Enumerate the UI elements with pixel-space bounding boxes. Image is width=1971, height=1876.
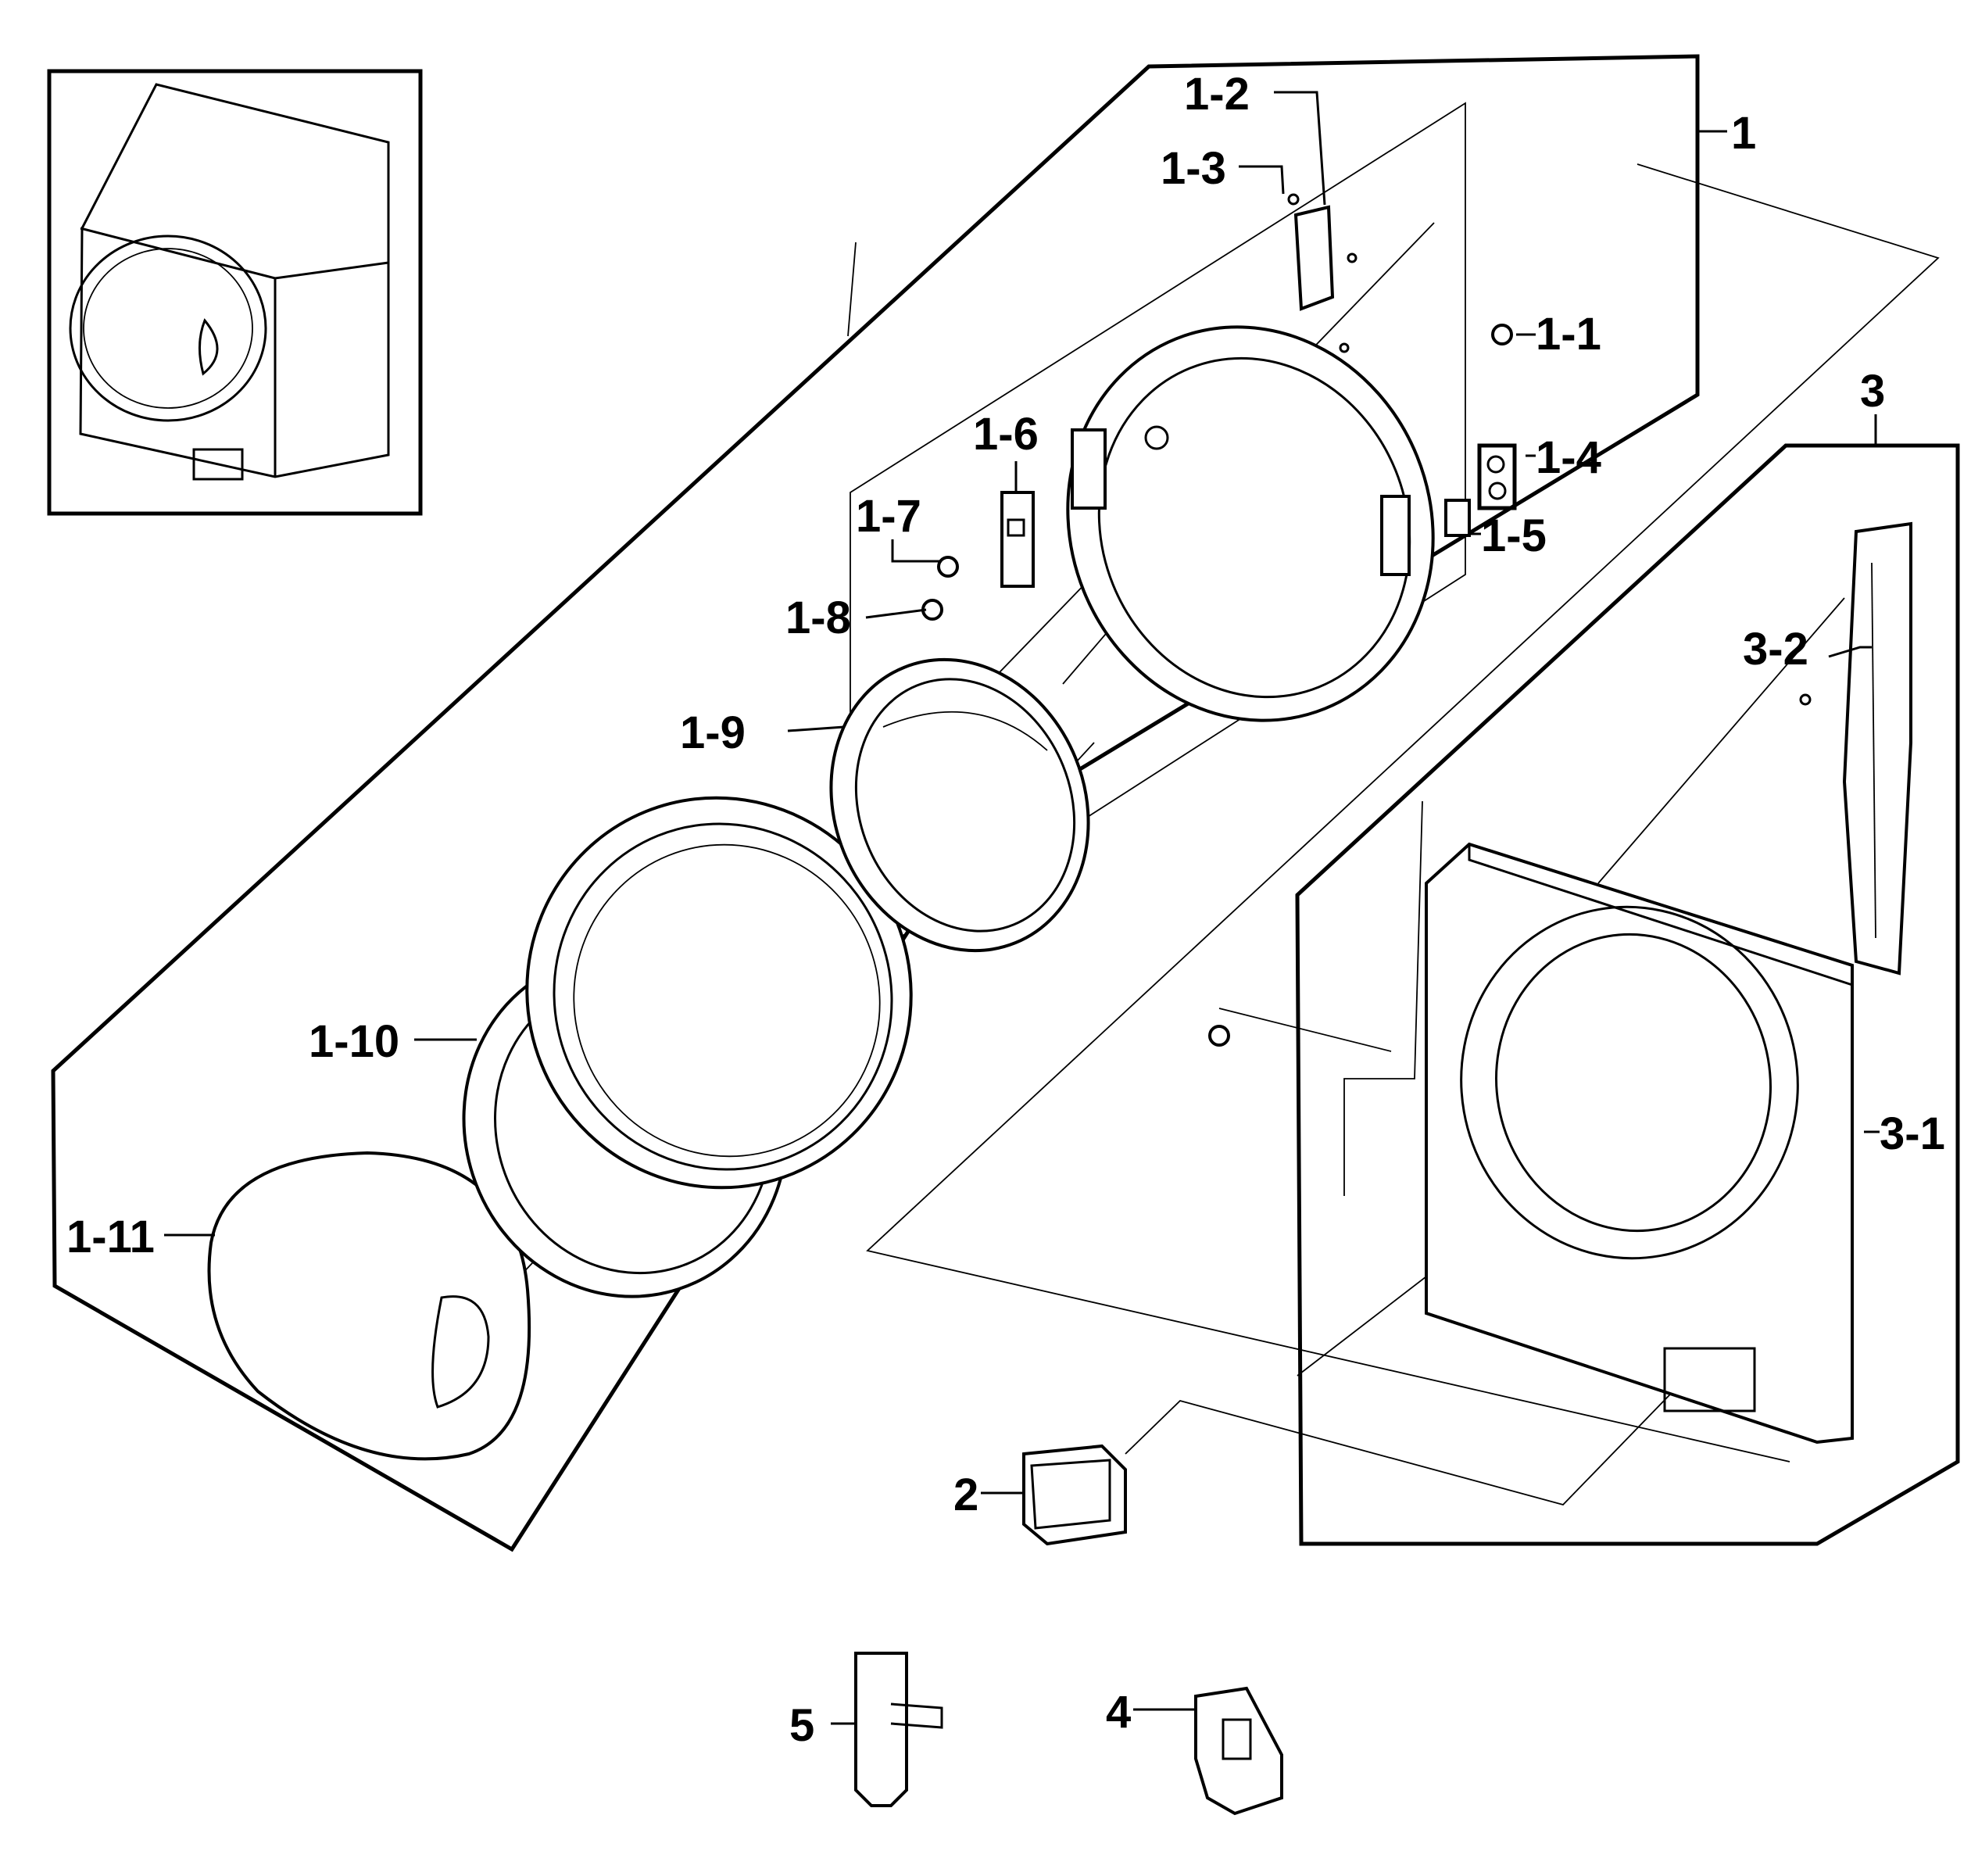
lever-guide <box>1194 1686 1283 1816</box>
door-hook <box>1444 499 1471 537</box>
front-panel-frame <box>1295 443 1960 1546</box>
callout-1-3: 1-3 <box>1161 143 1226 194</box>
switch-bracket <box>854 1652 943 1807</box>
screw-pair <box>1477 443 1517 510</box>
callout-1: 1 <box>1731 108 1756 159</box>
callout-5: 5 <box>789 1700 814 1751</box>
callout-1-2: 1-2 <box>1184 69 1250 120</box>
callout-3-2: 3-2 <box>1743 624 1808 675</box>
filter-housing <box>1022 1444 1127 1546</box>
callout-1-6: 1-6 <box>973 409 1039 460</box>
door-frame <box>525 796 913 1190</box>
callout-leaders <box>164 91 1880 1725</box>
callout-3-1: 3-1 <box>1880 1108 1945 1159</box>
callout-1-1: 1-1 <box>1536 309 1601 360</box>
door-glass <box>829 657 1090 953</box>
screw-1-1 <box>1491 324 1513 345</box>
callout-1-4: 1-4 <box>1536 432 1601 483</box>
door-hinge <box>1287 193 1358 353</box>
callout-4: 4 <box>1106 1687 1131 1738</box>
front-panel <box>1208 842 1854 1445</box>
callout-1-7: 1-7 <box>856 491 921 542</box>
callout-1-9: 1-9 <box>680 707 746 758</box>
callout-1-8: 1-8 <box>785 593 851 643</box>
assembled-dryer-inset <box>47 69 423 516</box>
screws-latch <box>921 556 959 621</box>
callout-2: 2 <box>953 1470 978 1520</box>
panel-bracket <box>1799 521 1912 976</box>
callout-1-10: 1-10 <box>309 1016 399 1067</box>
callout-1-5: 1-5 <box>1481 510 1547 561</box>
door-inner-ring <box>1066 325 1435 722</box>
callout-1-11: 1-11 <box>66 1212 155 1262</box>
door-latch <box>1000 491 1035 588</box>
callout-3: 3 <box>1860 366 1885 417</box>
door-outer-cover <box>207 1151 531 1461</box>
